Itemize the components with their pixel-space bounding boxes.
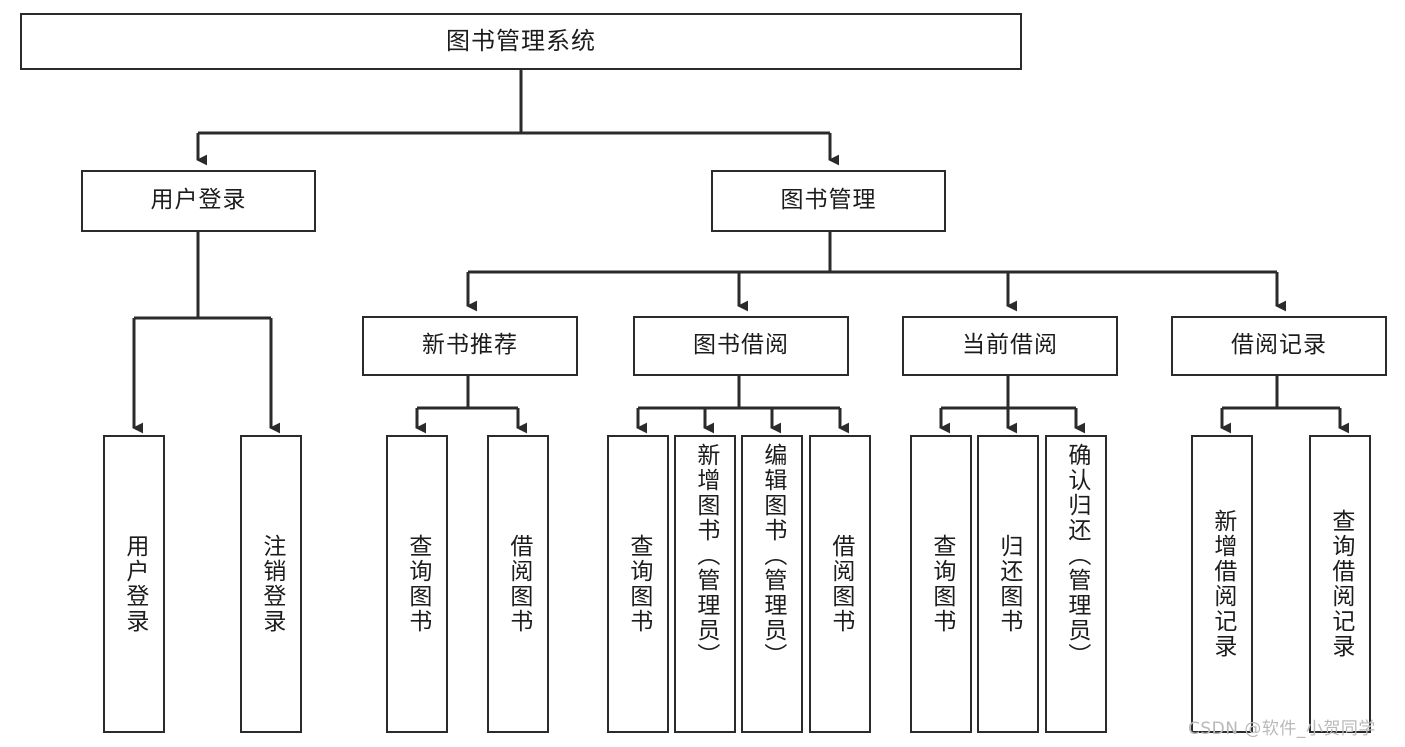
node-label: 借阅图书 — [827, 534, 854, 634]
node-label: 新增借阅记录 — [1209, 509, 1236, 659]
node-label: 查询图书 — [404, 534, 431, 634]
node-label: 查询借阅记录 — [1327, 509, 1354, 659]
node-leaf-logout[interactable]: 注销登录 — [240, 435, 302, 733]
node-label: 归还图书 — [995, 534, 1022, 634]
node-label: 图书管理系统 — [446, 27, 596, 56]
node-leaf-query-book-recommend[interactable]: 查询图书 — [386, 435, 448, 733]
csdn-watermark: CSDN @软件_小贺同学 — [1188, 719, 1376, 739]
node-leaf-edit-book-admin[interactable]: 编辑图书（管理员） — [741, 435, 803, 733]
node-label: 编辑图书（管理员） — [759, 443, 786, 668]
node-book-borrow[interactable]: 图书借阅 — [633, 316, 849, 376]
node-label: 确认归还（管理员） — [1063, 443, 1090, 668]
node-current-borrow[interactable]: 当前借阅 — [902, 316, 1118, 376]
node-leaf-borrow-book[interactable]: 借阅图书 — [809, 435, 871, 733]
node-leaf-add-book-admin[interactable]: 新增图书（管理员） — [674, 435, 736, 733]
node-label: 查询图书 — [625, 534, 652, 634]
node-leaf-return-book[interactable]: 归还图书 — [977, 435, 1039, 733]
node-borrow-record[interactable]: 借阅记录 — [1171, 316, 1387, 376]
node-leaf-add-borrow-record[interactable]: 新增借阅记录 — [1191, 435, 1253, 733]
node-label: 图书借阅 — [693, 332, 789, 359]
node-leaf-confirm-return-admin[interactable]: 确认归还（管理员） — [1045, 435, 1107, 733]
node-new-book-recommend[interactable]: 新书推荐 — [362, 316, 578, 376]
node-leaf-query-borrow-record[interactable]: 查询借阅记录 — [1309, 435, 1371, 733]
node-leaf-user-login[interactable]: 用户登录 — [103, 435, 165, 733]
node-label: 借阅图书 — [505, 534, 532, 634]
node-leaf-query-book-current[interactable]: 查询图书 — [910, 435, 972, 733]
node-label: 新书推荐 — [422, 332, 518, 359]
node-label: 借阅记录 — [1231, 332, 1327, 359]
node-label: 新增图书（管理员） — [692, 443, 719, 668]
node-label: 注销登录 — [258, 534, 285, 634]
node-leaf-query-book-borrow[interactable]: 查询图书 — [607, 435, 669, 733]
node-label: 查询图书 — [928, 534, 955, 634]
node-label: 用户登录 — [121, 534, 148, 634]
node-label: 图书管理 — [780, 187, 877, 214]
node-user-login[interactable]: 用户登录 — [81, 170, 316, 232]
node-leaf-borrow-book-recommend[interactable]: 借阅图书 — [487, 435, 549, 733]
node-book-management[interactable]: 图书管理 — [711, 170, 946, 232]
node-label: 当前借阅 — [962, 332, 1058, 359]
node-label: 用户登录 — [150, 187, 247, 214]
node-root-book-management-system[interactable]: 图书管理系统 — [20, 13, 1022, 70]
